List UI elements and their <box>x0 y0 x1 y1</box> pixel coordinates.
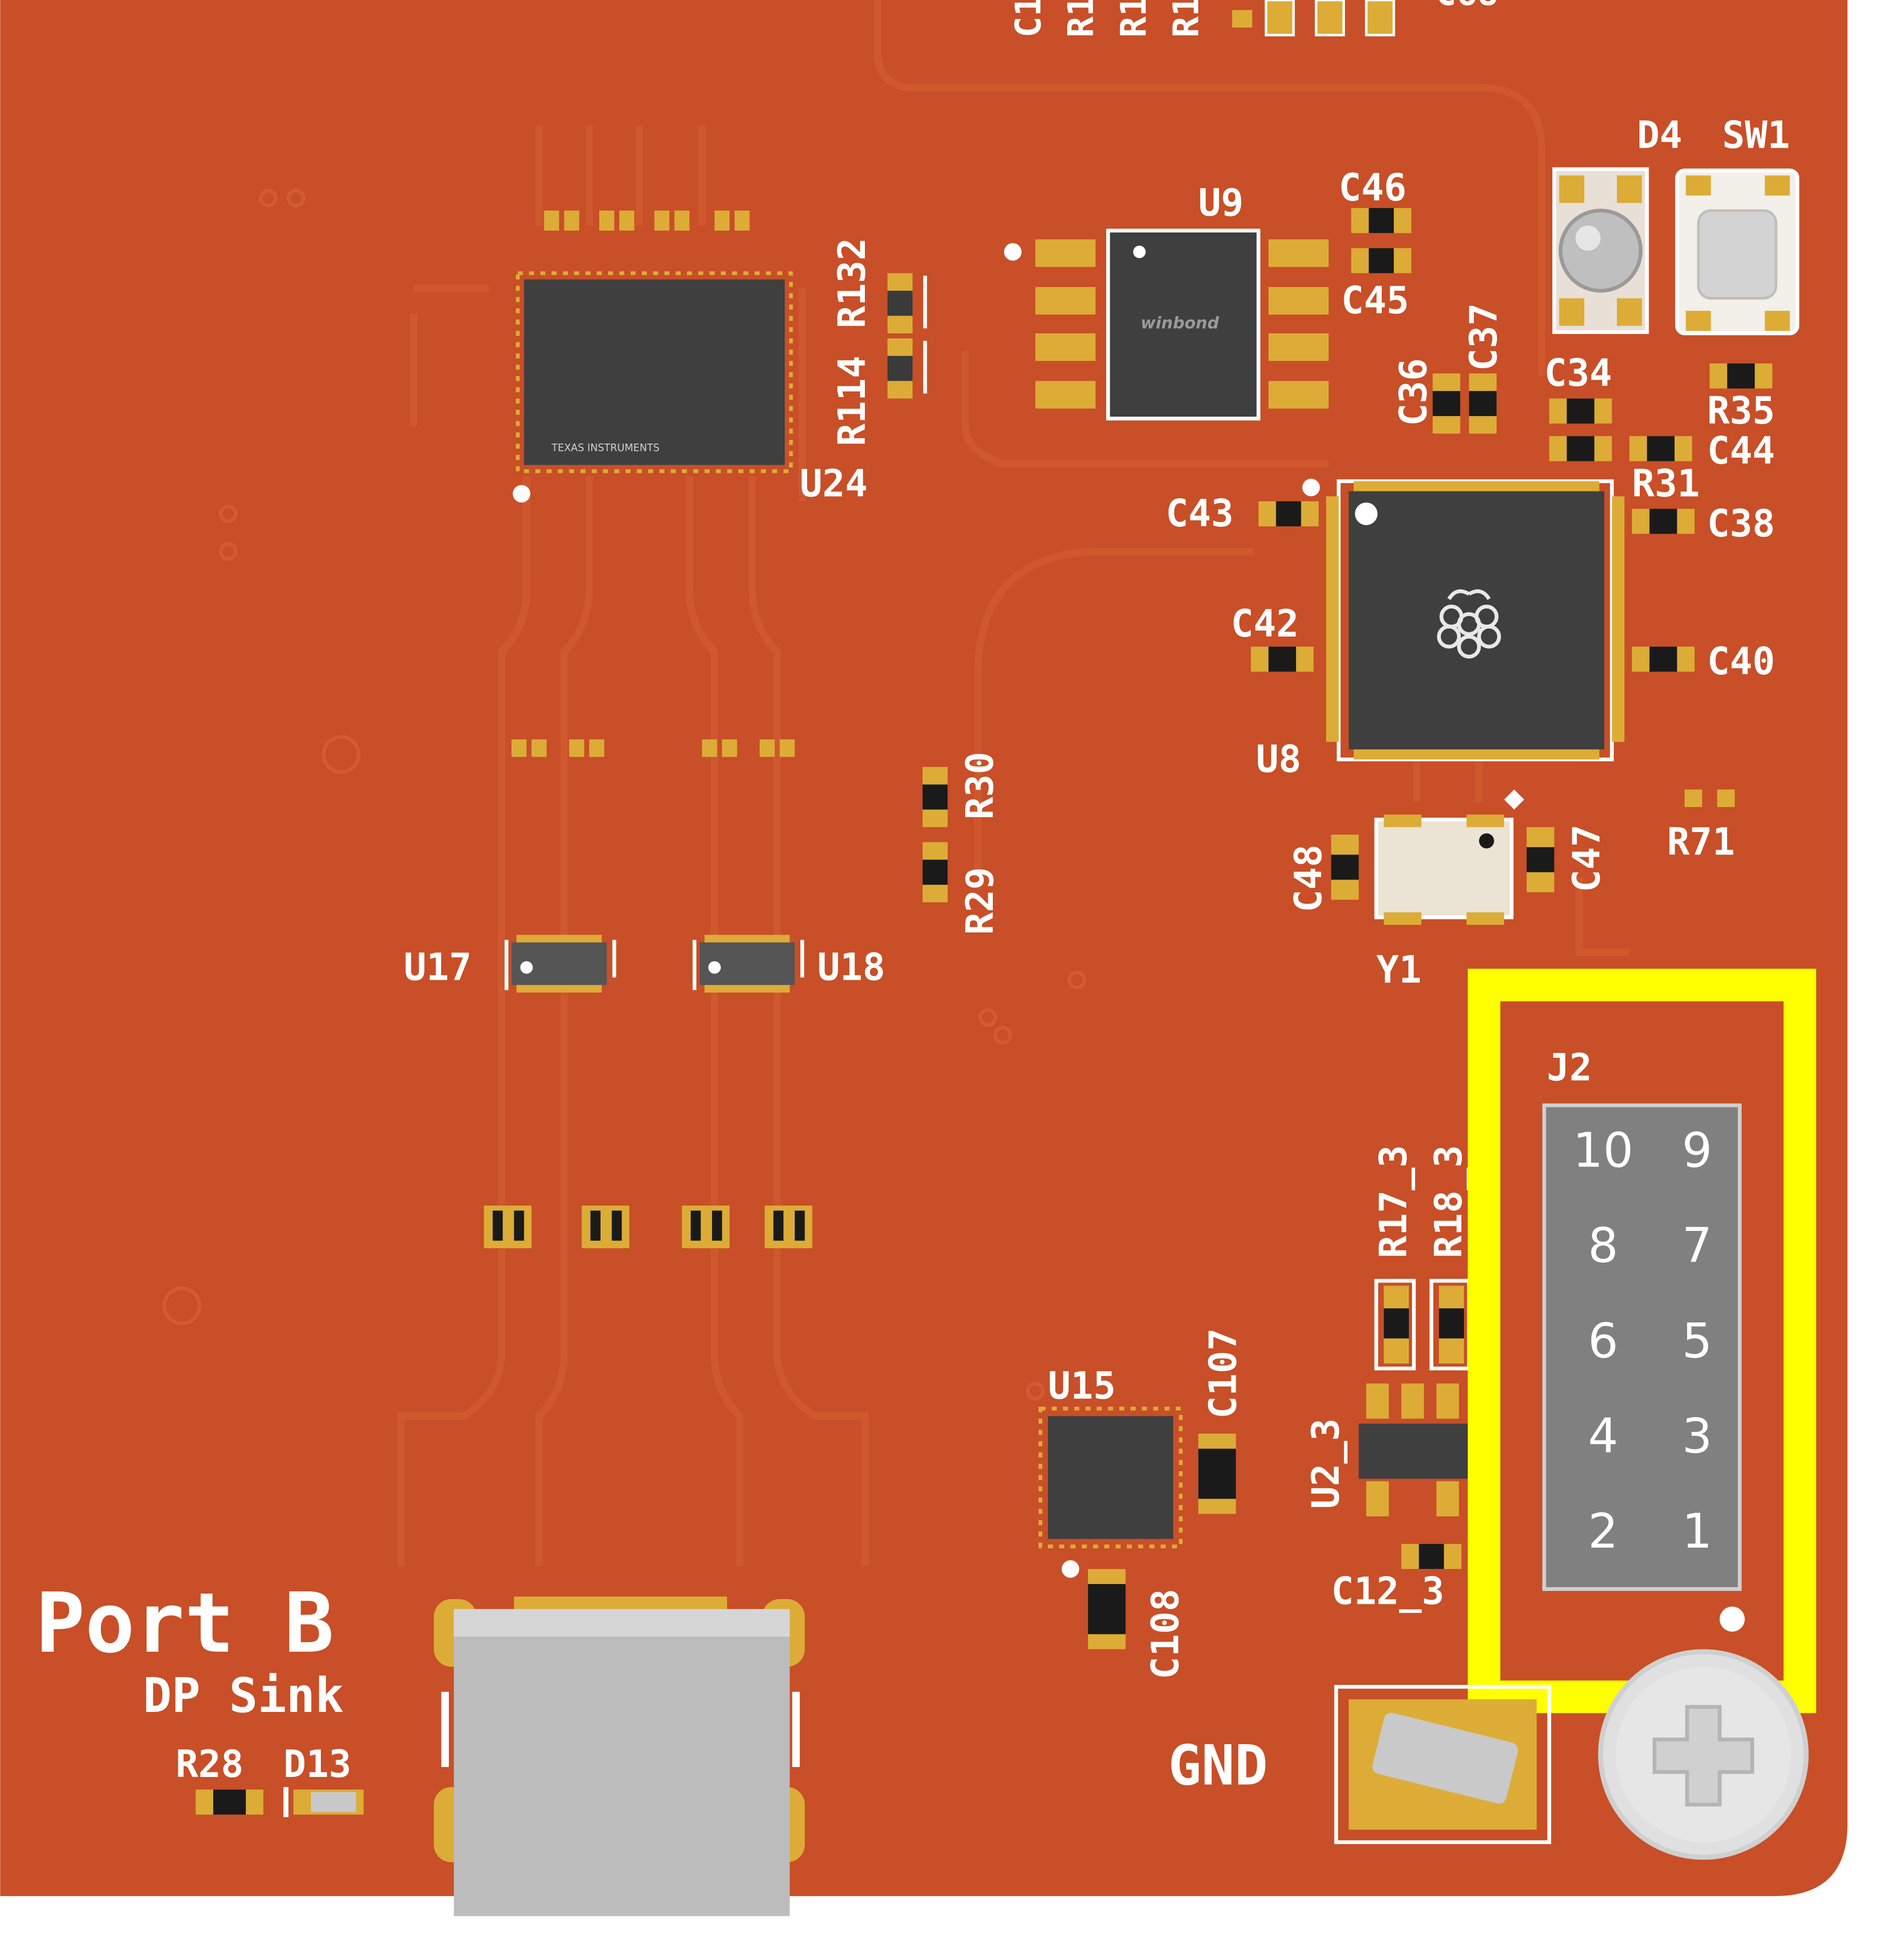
label-r30: R30 <box>958 751 1002 820</box>
j2-pin-numbers: 10 8 6 4 2 9 7 5 3 1 <box>1573 1123 1712 1560</box>
r71-resistor <box>1684 789 1735 807</box>
label-c34: C34 <box>1544 352 1612 395</box>
label-r71: R71 <box>1667 821 1735 864</box>
label-c44: C44 <box>1707 430 1776 473</box>
label-r114: R114 <box>831 356 874 446</box>
j2-pin-3: 3 <box>1682 1408 1712 1464</box>
u9-logo: winbond <box>1141 314 1219 332</box>
r17-3-r18-3-resistors <box>1374 1279 1471 1371</box>
cap-row-lower <box>484 1205 812 1249</box>
c107-c108-caps <box>1088 1433 1236 1650</box>
label-r28: R28 <box>176 1743 244 1786</box>
label-u15: U15 <box>1048 1364 1116 1408</box>
label-u8: U8 <box>1256 737 1301 781</box>
label-r18-3: R18_3 <box>1427 1145 1471 1258</box>
label-d13: D13 <box>283 1743 352 1786</box>
label-c1-partial: C1 <box>1007 0 1048 37</box>
u9-flash-chip <box>1004 228 1329 421</box>
j2-pin-2: 2 <box>1588 1503 1618 1559</box>
small-pads-mid <box>511 739 795 757</box>
top-partial-components <box>1232 0 1395 36</box>
label-r1-partial-c: R1 <box>1165 0 1207 37</box>
label-r1-partial-a: R1 <box>1060 0 1102 37</box>
label-u24: U24 <box>800 462 868 505</box>
label-r132: R132 <box>831 238 874 328</box>
label-c108: C108 <box>1144 1589 1188 1679</box>
label-sw1: SW1 <box>1722 113 1790 157</box>
label-u2-3: U2_3 <box>1304 1418 1348 1509</box>
u24-chip <box>512 210 793 503</box>
c34-r35-c44-r31-parts <box>1549 363 1772 461</box>
vias <box>162 188 1086 1401</box>
j2-pin-1: 1 <box>1682 1503 1712 1559</box>
j2-pin-4: 4 <box>1588 1408 1618 1464</box>
label-c37: C37 <box>1462 303 1506 371</box>
label-c107: C107 <box>1201 1328 1245 1419</box>
u24-logo: TEXAS INSTRUMENTS <box>551 442 659 454</box>
j2-pin1-marker <box>1719 1606 1745 1632</box>
c46-c45-caps <box>1351 208 1411 274</box>
label-r17-3: R17_3 <box>1372 1145 1416 1258</box>
label-c43: C43 <box>1165 492 1234 536</box>
j2-pin-5: 5 <box>1682 1313 1712 1369</box>
label-c42: C42 <box>1231 602 1299 646</box>
pcb-board <box>0 0 1848 1897</box>
label-u18: U18 <box>818 946 886 990</box>
label-c36: C36 <box>1392 358 1436 426</box>
label-u17: U17 <box>404 946 472 990</box>
u8-mcu <box>1302 478 1625 761</box>
r28-d13-parts <box>196 1787 364 1818</box>
j2-pin-9: 9 <box>1682 1123 1712 1178</box>
r30-r29-resistors <box>922 767 948 903</box>
usb-c-connector <box>434 1596 805 1916</box>
d4-led <box>1552 167 1649 334</box>
label-c12-3: C12_3 <box>1331 1570 1445 1614</box>
label-r29: R29 <box>958 867 1002 935</box>
label-r35: R35 <box>1707 390 1776 433</box>
label-c46: C46 <box>1339 166 1407 210</box>
label-c68-partial: C68 <box>1435 0 1499 14</box>
u17-u18-chips <box>504 934 805 993</box>
label-c38: C38 <box>1707 502 1776 546</box>
y1-crystal <box>1331 789 1554 925</box>
label-y1: Y1 <box>1376 948 1421 992</box>
gnd-test-pad <box>1334 1685 1551 1845</box>
label-r31: R31 <box>1632 462 1700 505</box>
label-port-b: Port B <box>35 1575 334 1671</box>
label-c45: C45 <box>1341 279 1409 322</box>
j2-header-body <box>1542 1103 1742 1591</box>
label-c48: C48 <box>1287 845 1330 913</box>
r132-r114-resistors <box>887 273 927 399</box>
c43-c42-c38-c40-caps <box>1251 501 1695 672</box>
label-d4: D4 <box>1637 113 1682 157</box>
j2-pin-7: 7 <box>1682 1218 1712 1274</box>
label-u9: U9 <box>1198 181 1243 225</box>
label-dp-sink: DP Sink <box>143 1668 344 1723</box>
j2-pin-6: 6 <box>1588 1313 1618 1369</box>
label-r1-partial-b: R1 <box>1113 0 1154 37</box>
u15-chip <box>1038 1407 1183 1578</box>
raspberry-pi-logo <box>1437 589 1501 659</box>
c36-c37-caps <box>1432 373 1497 434</box>
label-j2: J2 <box>1547 1046 1592 1089</box>
label-c40: C40 <box>1707 640 1776 683</box>
sw1-switch <box>1675 168 1799 335</box>
u2-3-regulator <box>1358 1383 1472 1569</box>
mounting-screw <box>1598 1649 1809 1860</box>
label-c47: C47 <box>1565 824 1609 892</box>
label-gnd: GND <box>1168 1734 1267 1798</box>
j2-pin-10: 10 <box>1573 1123 1634 1178</box>
top-partial-labels: C1 R1 R1 R1 C68 <box>1007 0 1498 37</box>
j2-pin-8: 8 <box>1588 1218 1618 1274</box>
